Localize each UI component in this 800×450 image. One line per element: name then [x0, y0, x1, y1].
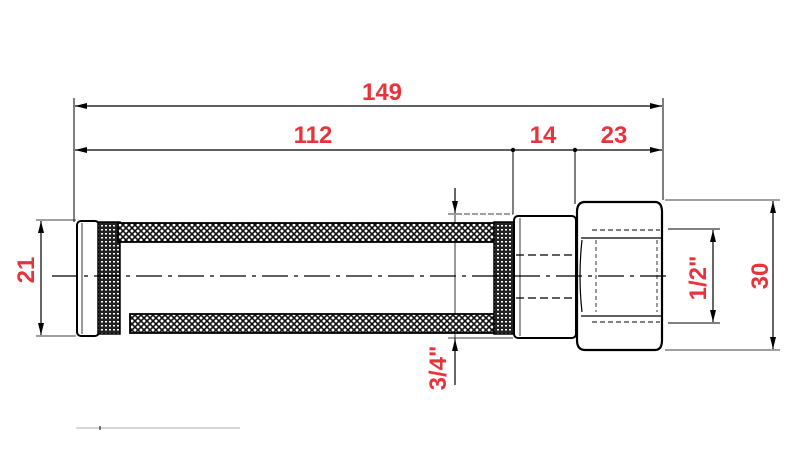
- left-collar: [97, 221, 121, 335]
- strainer-part: [76, 200, 664, 352]
- label-nut-width: 30: [747, 263, 774, 290]
- mesh-wall-bottom: [129, 313, 499, 334]
- end-cap: [76, 220, 100, 337]
- label-nut-length: 23: [601, 122, 628, 149]
- label-outlet-thread: 1/2": [685, 256, 712, 301]
- hex-fitting: [513, 215, 577, 339]
- label-tube-thread: 3/4": [425, 346, 452, 391]
- extension-lines: [36, 98, 780, 351]
- mesh-wall-top: [117, 222, 499, 243]
- label-hex-fitting-length: 14: [530, 122, 557, 149]
- dimension-lines: [38, 103, 776, 385]
- right-collar: [493, 221, 515, 335]
- label-end-cap-diameter: 21: [13, 257, 40, 284]
- label-overall-length: 149: [362, 79, 402, 106]
- label-body-length: 112: [294, 122, 333, 149]
